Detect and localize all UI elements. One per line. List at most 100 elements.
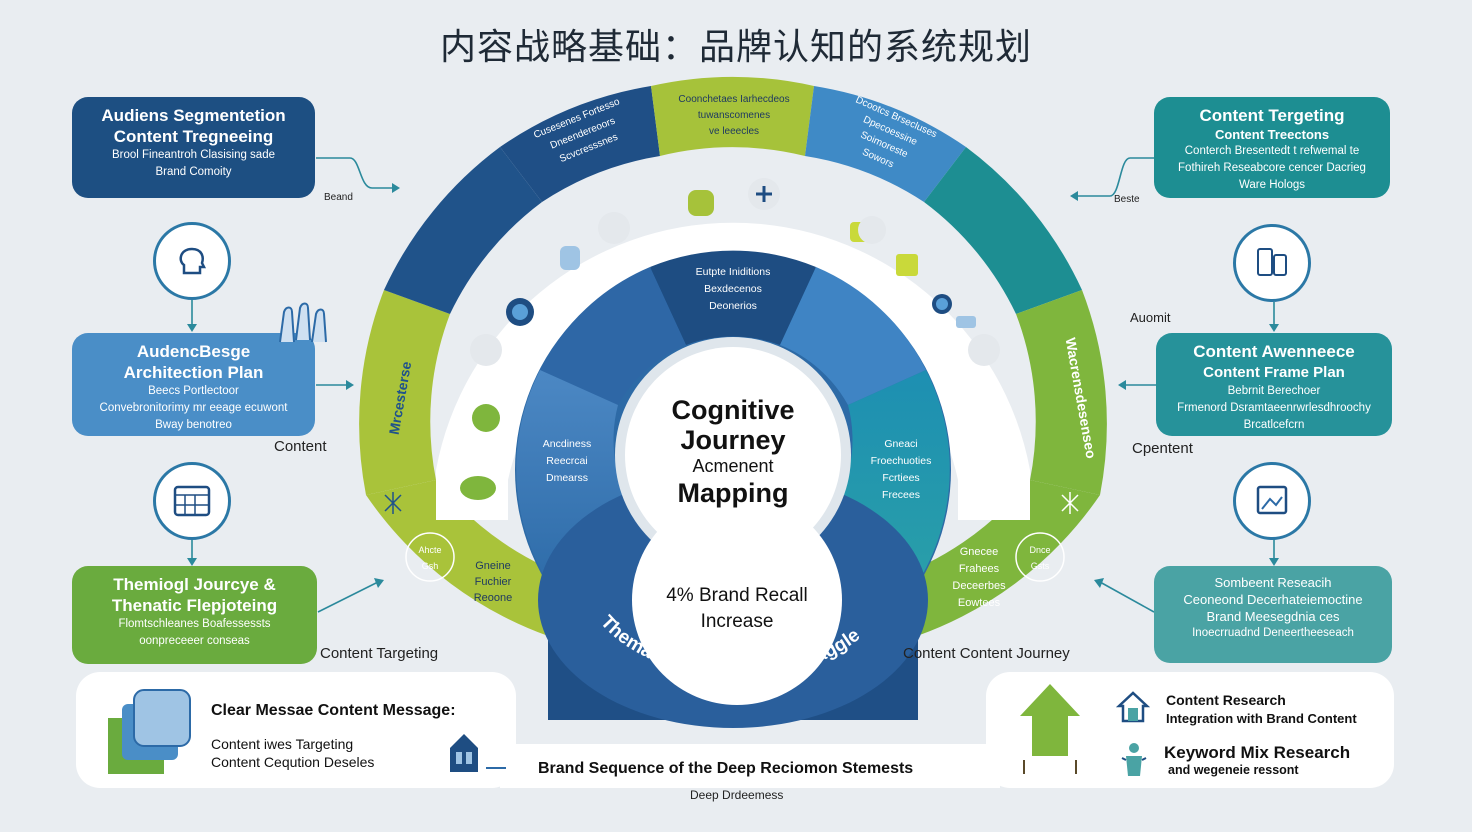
left-card-2-heading2: Architection Plan (123, 363, 264, 382)
bottom-right-ring-label-1: Gnecee (959, 546, 999, 558)
inner-top-right (780, 267, 926, 405)
left-card-3-sub1: Flomtschleanes Boafessessts (118, 618, 271, 630)
blob-icon-2 (598, 212, 630, 244)
blob-icon-3 (858, 216, 886, 244)
ring-mark-left (384, 492, 402, 514)
right-card-2-sub2: Frmenord Dsramtaeenrwrlesdhroochy (1177, 402, 1371, 414)
right-card-2-heading2: Content Frame Plan (1203, 364, 1345, 381)
bottom-left-ring-label-2: Fuchier (474, 576, 512, 588)
label-brand-left: Beand (324, 192, 353, 203)
badge-left-label-1: Ahcte (418, 545, 442, 555)
inner-top-left (540, 267, 686, 405)
layers-icon (104, 686, 194, 780)
right-card-3-heading1: Sombeent Reseacih (1214, 575, 1332, 590)
label-beste-right: Beste (1114, 194, 1140, 205)
left-card-1: Audiens Segmentetion Content Tregneeing … (72, 97, 315, 198)
right-card-2-heading1: Content Awenneece (1193, 342, 1355, 361)
badge-left-labels: Ahcte Gsh (410, 542, 450, 574)
home-icon (1115, 690, 1151, 724)
inner-right-label-4: Frecees (882, 489, 920, 501)
badge-right-label-1: Dnce (1029, 545, 1051, 555)
ring-top-green-label-3: ve leeecles (708, 126, 760, 137)
bottom-right-ring-label-2: Frahees (958, 563, 1000, 575)
label-content-right: Cpentent (1132, 440, 1193, 457)
right-card-1: Content Tergeting Content Treectons Cont… (1154, 97, 1390, 198)
left-card-3-heading1: Themiogl Jourcye & (113, 575, 276, 594)
bottom-center-text: Brand Sequence of the Deep Reciomon Stem… (538, 760, 914, 777)
ring-mark-right (1061, 492, 1079, 514)
leaf-icon (472, 404, 500, 432)
pill-icon (460, 476, 496, 500)
right-card-1-sub2: Fothireh Reseabcore cencer Dacrieg (1178, 162, 1366, 174)
bottom-left-heading: Clear Messae Content Message: (211, 702, 456, 719)
ring-bottom-left-green (366, 480, 585, 640)
inner-left-label-3: Dmearss (545, 472, 588, 484)
ring-right-teal (924, 147, 1082, 314)
center-line-1: Cognitive (671, 395, 795, 425)
ring-left-green (359, 290, 450, 495)
calendar-icon (153, 462, 231, 540)
label-auomit-right: Auomit (1130, 310, 1171, 325)
left-card-1-sub2: Brand Comoity (155, 166, 232, 178)
ring-top-left-navy (500, 86, 660, 202)
ring-top-green-label-2: tuwanscomenes (697, 110, 771, 121)
center-line-3: Acmenent (692, 456, 774, 476)
left-card-2-sub3: Bway benotreo (155, 419, 232, 431)
left-card-2-sub1: Beecs Portlectoor (148, 385, 239, 397)
bottom-right-item1-line2: Integration with Brand Content (1166, 711, 1357, 726)
ring-top-green-label-1: Coonchetaes Iarhecdeos (678, 94, 790, 105)
bottom-center-below: Deep Drdeemess (690, 788, 784, 802)
recall-line-1: 4% Brand Recall (666, 585, 808, 606)
right-card-3-sub2: Inoecrruadnd Deneertheeseach (1192, 627, 1354, 639)
badge-right (1015, 532, 1065, 582)
bottom-left-ring-labels: Gneine Fuchier Reoone (458, 558, 528, 606)
left-card-1-heading2: Content Tregneeing (113, 127, 274, 146)
center-line-4: Mapping (677, 478, 789, 508)
ring-bottom-right-green (880, 480, 1100, 640)
right-card-1-heading1: Content Tergeting (1199, 106, 1345, 125)
jar-icon (688, 190, 714, 216)
hands-icon (276, 302, 332, 346)
bottom-right-ring-labels: Gnecee Frahees Deceerbes Eowtees (942, 544, 1016, 612)
inner-top-label-1: Eutpte Iniditions (695, 266, 771, 278)
label-content-left: Content (274, 438, 327, 455)
badge-right-labels: Dnce Gsts (1020, 542, 1060, 574)
inner-left-label-2: Reecrcai (546, 455, 588, 467)
right-card-2-sub1: Bebrnit Berechoer (1227, 385, 1321, 397)
left-card-3: Themiogl Jourcye & Thenatic Flepjoteing … (72, 566, 317, 664)
left-card-2: AudencBesge Architection Plan Beecs Port… (72, 333, 315, 436)
chart-icon (896, 254, 918, 276)
label-content-targeting-left: Content Targeting (320, 645, 439, 662)
inner-right-label-2: Froechuoties (870, 455, 932, 467)
devices-icon (1233, 224, 1311, 302)
badge-left (405, 532, 455, 582)
left-card-3-sub2: oonpreceeer conseas (139, 635, 250, 647)
left-card-1-sub1: Brool Fineantroh Clasising sade (111, 149, 275, 161)
left-card-2-sub2: Convebronitorimy mr eeage ecuwont (99, 402, 288, 414)
inner-top-labels: Eutpte Iniditions Bexdecenos Deonerios (668, 264, 798, 315)
bottom-right-ring-label-4: Eowtees (957, 597, 1001, 609)
arc-text: Thema Brand Strategy Straggle (596, 612, 864, 682)
right-card-2: Content Awenneece Content Frame Plan Beb… (1156, 333, 1392, 436)
bottom-right-item2-line1: Keyword Mix Research (1164, 743, 1351, 762)
inner-top-navy (650, 250, 816, 345)
right-card-3-sub1: Brand Meesegdnia ces (1206, 609, 1340, 624)
inner-right-label-3: Fcrtiees (882, 472, 920, 484)
inner-top-label-2: Bexdecenos (704, 283, 762, 295)
building-icon (446, 728, 510, 776)
ring-top-right-blue (805, 86, 966, 202)
left-card-1-heading1: Audiens Segmentetion (101, 106, 286, 125)
left-card-2-heading1: AudencBesge (136, 342, 251, 361)
center-line-2: Journey (680, 425, 786, 455)
right-card-1-sub3: Ware Hologs (1238, 179, 1306, 191)
inner-left-label-1: Ancdiness (542, 438, 592, 450)
figure-icon (1120, 742, 1148, 778)
inner-top-label-3: Deonerios (709, 300, 757, 312)
bottom-center-panel (500, 744, 1000, 788)
image-frame-icon (1233, 462, 1311, 540)
right-card-1-sub1: Conterch Bresentedt t refwemal te (1184, 145, 1360, 157)
bottom-right-item1-line1: Content Research (1166, 692, 1286, 708)
head-profile-icon (153, 222, 231, 300)
bottom-right-item2-line2: and wegeneie ressont (1168, 763, 1299, 777)
